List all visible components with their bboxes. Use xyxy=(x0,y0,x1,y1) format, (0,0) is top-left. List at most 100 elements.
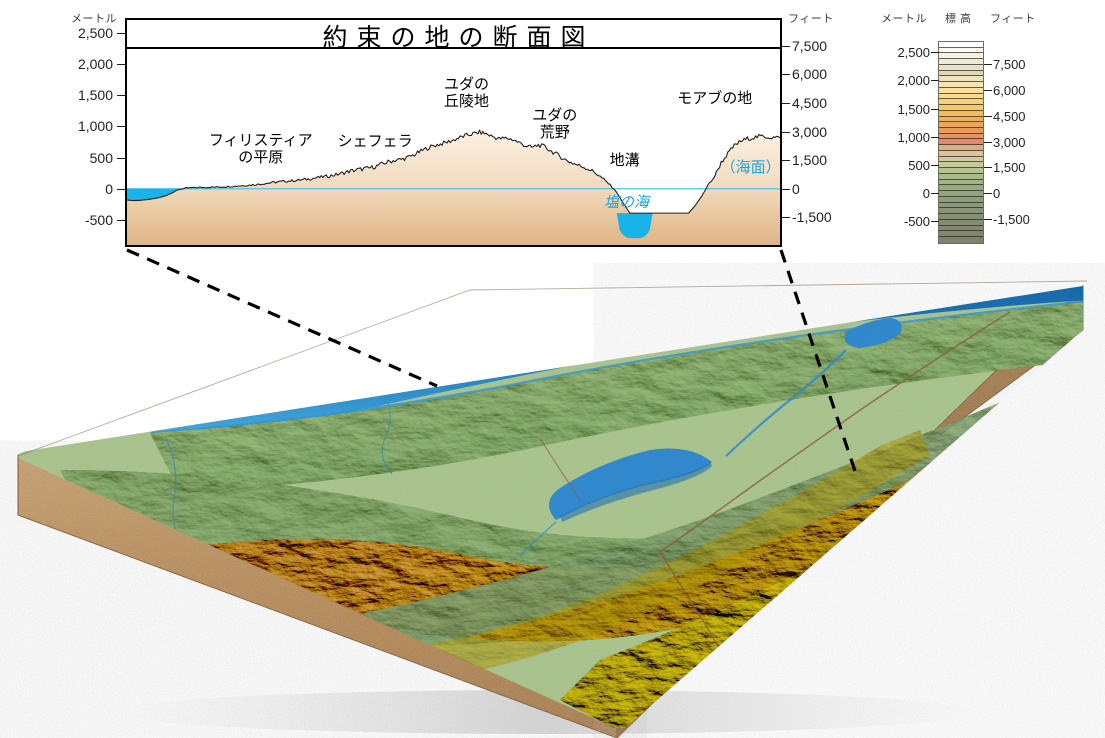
central-highlands xyxy=(120,398,1083,642)
legend-feet-header: フィート xyxy=(990,13,1036,25)
left-tick-mark xyxy=(117,157,125,159)
legend-band xyxy=(939,191,983,197)
legend-tick-mark-right xyxy=(984,141,992,143)
legend-band xyxy=(939,133,983,140)
legend-band xyxy=(939,202,983,209)
legend-tick-mark-left xyxy=(931,80,939,82)
annotation-rift-valley: 地溝 xyxy=(609,152,640,169)
legend-band xyxy=(939,64,983,71)
terrain-top-surface xyxy=(18,286,1083,728)
legend-band xyxy=(939,139,983,146)
right-tick-mark xyxy=(782,74,790,76)
legend-band xyxy=(939,59,983,65)
legend-band xyxy=(939,70,983,77)
legend-tick-mark-right xyxy=(984,64,992,66)
legend-band xyxy=(939,122,983,129)
right-tick-mark xyxy=(782,131,790,133)
legend-tick-label-feet: 4,500 xyxy=(993,108,1026,124)
mediterranean-sea-water xyxy=(127,188,181,201)
cross-section-chart xyxy=(125,18,782,247)
right-tick-label: 4,500 xyxy=(792,95,828,112)
boundary-line-1 xyxy=(659,311,1011,553)
legend-band xyxy=(939,99,983,106)
right-tick-label: 6,000 xyxy=(792,66,828,83)
legend-tick-mark-left xyxy=(931,221,939,223)
legend-band xyxy=(939,87,983,94)
block-side-faces xyxy=(17,284,1084,738)
annotation-judean-wilderness: ユダの 荒野 xyxy=(532,108,578,141)
left-tick-mark xyxy=(117,32,125,34)
legend-tick-mark-left xyxy=(931,136,939,138)
left-tick-mark xyxy=(117,126,125,128)
right-tick-label: 1,500 xyxy=(792,152,828,169)
legend-band xyxy=(939,42,983,48)
legend-band xyxy=(939,53,983,60)
legend-tick-label-meters: 500 xyxy=(908,158,930,174)
legend-band xyxy=(939,231,983,237)
dashed-line-left xyxy=(126,248,438,388)
annotation-philistine-plain: フィリスティア の平原 xyxy=(208,133,313,166)
left-tick-mark xyxy=(117,63,125,65)
legend-tick-label-meters: -500 xyxy=(903,214,930,230)
right-tick-label: 7,500 xyxy=(792,37,828,54)
legend-band xyxy=(939,116,983,123)
elevation-profile-line xyxy=(127,130,780,213)
legend-band xyxy=(939,128,983,134)
right-tick-mark xyxy=(782,103,790,105)
right-tick-mark xyxy=(782,45,790,47)
left-axis-unit-label: メートル xyxy=(71,13,117,25)
right-tick-mark xyxy=(782,188,790,190)
mediterranean-sea xyxy=(150,286,1083,432)
legend-title: 標 高 xyxy=(945,13,972,25)
right-tick-label: 3,000 xyxy=(792,123,828,140)
left-tick-label: 2,000 xyxy=(77,55,113,72)
left-tick-mark xyxy=(117,95,125,96)
legend-tick-mark-left xyxy=(931,108,939,110)
legend-tick-mark-left xyxy=(931,52,939,54)
annotation-salt-sea: 塩の海 xyxy=(604,194,650,211)
annotation-judean-hills: ユダの 丘陵地 xyxy=(444,77,490,111)
legend-band xyxy=(939,156,983,163)
salt-sea-water xyxy=(616,213,653,239)
legend-tick-mark-left xyxy=(931,165,939,167)
legend-band xyxy=(939,225,983,232)
left-tick-label: 0 xyxy=(105,180,113,197)
legend-tick-label-feet: 7,500 xyxy=(993,57,1026,73)
legend-band xyxy=(939,185,983,192)
legend-band xyxy=(939,110,983,117)
legend-band xyxy=(939,168,983,174)
legend-band xyxy=(939,145,983,151)
legend-tick-mark-right xyxy=(984,193,992,195)
legend-tick-label-meters: 1,500 xyxy=(897,101,930,117)
right-tick-label: 0 xyxy=(792,180,800,197)
left-tick-mark xyxy=(117,188,125,190)
sea-of-galilee-waterbody xyxy=(844,318,902,348)
legend-band xyxy=(939,196,983,203)
legend-band xyxy=(939,93,983,100)
legend-band xyxy=(939,150,983,157)
right-axis-unit-label: フィート xyxy=(788,13,834,25)
legend-band xyxy=(939,236,983,243)
legend-tick-mark-right xyxy=(984,90,992,92)
legend-band xyxy=(939,173,983,180)
coastal-plain xyxy=(150,302,1083,492)
legend-band xyxy=(939,219,983,226)
legend-band xyxy=(939,214,983,220)
legend-tick-mark-left xyxy=(931,193,939,195)
annotation-sea-level: （海面） xyxy=(720,159,781,176)
legend-color-bar xyxy=(938,41,984,244)
land-fill xyxy=(127,130,780,245)
right-tick-label: -1,500 xyxy=(792,209,832,226)
right-tick-mark xyxy=(782,160,790,162)
left-tick-label: 500 xyxy=(89,149,113,166)
left-tick-mark xyxy=(117,220,125,221)
legend-band xyxy=(939,162,983,169)
legend-band xyxy=(939,76,983,83)
title-divider-rule xyxy=(127,47,780,49)
annotation-shephelah: シェフェラ xyxy=(337,134,413,150)
legend-tick-label-feet: 3,000 xyxy=(993,134,1026,150)
dashed-line-right xyxy=(779,249,858,475)
rift-valley-floor xyxy=(330,380,1070,654)
